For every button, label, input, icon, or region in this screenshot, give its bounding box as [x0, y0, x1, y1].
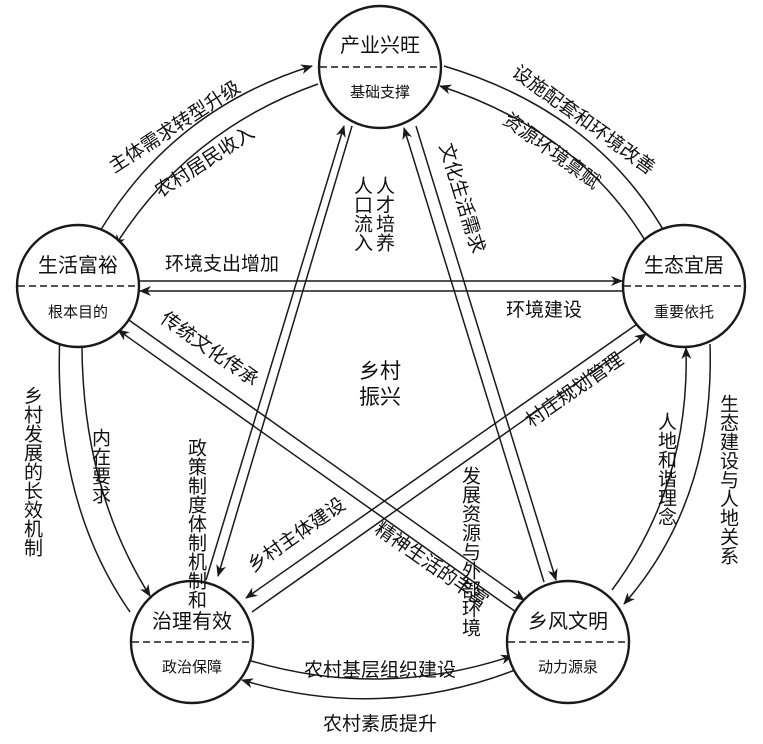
label-ecology-to-governance-b: 乡村主体建设 — [244, 493, 350, 576]
arrow-life-to-culture — [125, 317, 525, 601]
arrow-governance-to-industry — [205, 125, 346, 581]
label-industry-to-governance-a: 人口流入 — [351, 176, 373, 252]
arrow-culture-to-governance-outer — [241, 669, 516, 700]
label-industry-to-governance-b: 人才培养 — [373, 176, 395, 252]
arrow-governance-to-life-outer — [54, 331, 131, 613]
center-label-line2: 振兴 — [359, 385, 401, 409]
label-ecology-to-life: 环境建设 — [506, 299, 582, 321]
node-subtitle: 基础支撑 — [350, 83, 410, 101]
node-subtitle: 政治保障 — [162, 658, 222, 676]
outer-ring-arrows — [54, 64, 712, 700]
center-label-line1: 乡村 — [359, 359, 401, 383]
arrow-life-to-governance-inner — [81, 333, 151, 597]
label-culture-to-governance-inner: 农村基层组织建设 — [304, 659, 456, 681]
arrow-ecology-to-governance — [245, 321, 641, 599]
arrow-industry-to-governance — [216, 125, 353, 577]
node-life: 生活富裕 根本目的 — [15, 223, 141, 349]
arrow-ecology-to-industry-inner — [439, 84, 647, 243]
node-subtitle: 动力源泉 — [538, 658, 598, 676]
arrow-culture-to-life — [117, 329, 517, 613]
node-ecology: 生态宜居 重要依托 — [621, 223, 747, 349]
label-governance-to-life-outer: 乡村发展的长效机制 — [21, 386, 43, 557]
label-life-to-culture: 传统文化传承 — [156, 307, 262, 390]
label-ecology-to-governance-a: 村庄规划管理 — [522, 348, 628, 431]
arrow-governance-to-culture-inner — [247, 654, 513, 680]
node-subtitle: 根本目的 — [48, 303, 108, 321]
arrow-industry-to-life-inner — [114, 83, 319, 247]
node-subtitle: 重要依托 — [654, 303, 714, 321]
node-title: 生活富裕 — [38, 253, 118, 277]
arrow-industry-to-culture — [415, 125, 558, 581]
arrow-culture-to-industry — [402, 127, 545, 583]
arrow-culture-to-ecology-inner — [611, 347, 692, 591]
node-title: 治理有效 — [152, 609, 232, 633]
label-life-to-ecology: 环境支出增加 — [165, 253, 279, 275]
node-title: 产业兴旺 — [340, 33, 420, 57]
label-ecology-to-culture-outer: 生态建设与人地关系 — [717, 394, 739, 565]
label-governance-to-life-inner: 内在要求 — [89, 428, 111, 504]
arrow-governance-to-ecology — [251, 333, 647, 613]
node-title: 生态宜居 — [644, 253, 724, 277]
node-title: 乡风文明 — [528, 609, 608, 633]
label-industry-to-culture-a: 文化生活需求 — [435, 141, 489, 256]
node-culture: 乡风文明 动力源泉 — [505, 579, 631, 705]
node-governance: 治理有效 政治保障 — [129, 579, 255, 705]
label-ecology-to-culture-inner: 人地和谐理念 — [655, 412, 677, 526]
label-governance-to-industry: 政策制度体制机制和 — [185, 438, 207, 609]
inner-star-arrows — [117, 125, 647, 613]
arrow-ecology-to-culture-outer — [623, 343, 712, 605]
label-culture-to-governance-outer: 农村素质提升 — [323, 713, 437, 735]
arrow-industry-to-ecology-outer — [443, 65, 669, 239]
node-industry: 产业兴旺 基础支撑 — [317, 4, 443, 130]
label-industry-to-culture-b: 发展资源与外部环境 — [459, 466, 481, 637]
arrow-life-to-industry-outer — [95, 64, 313, 239]
